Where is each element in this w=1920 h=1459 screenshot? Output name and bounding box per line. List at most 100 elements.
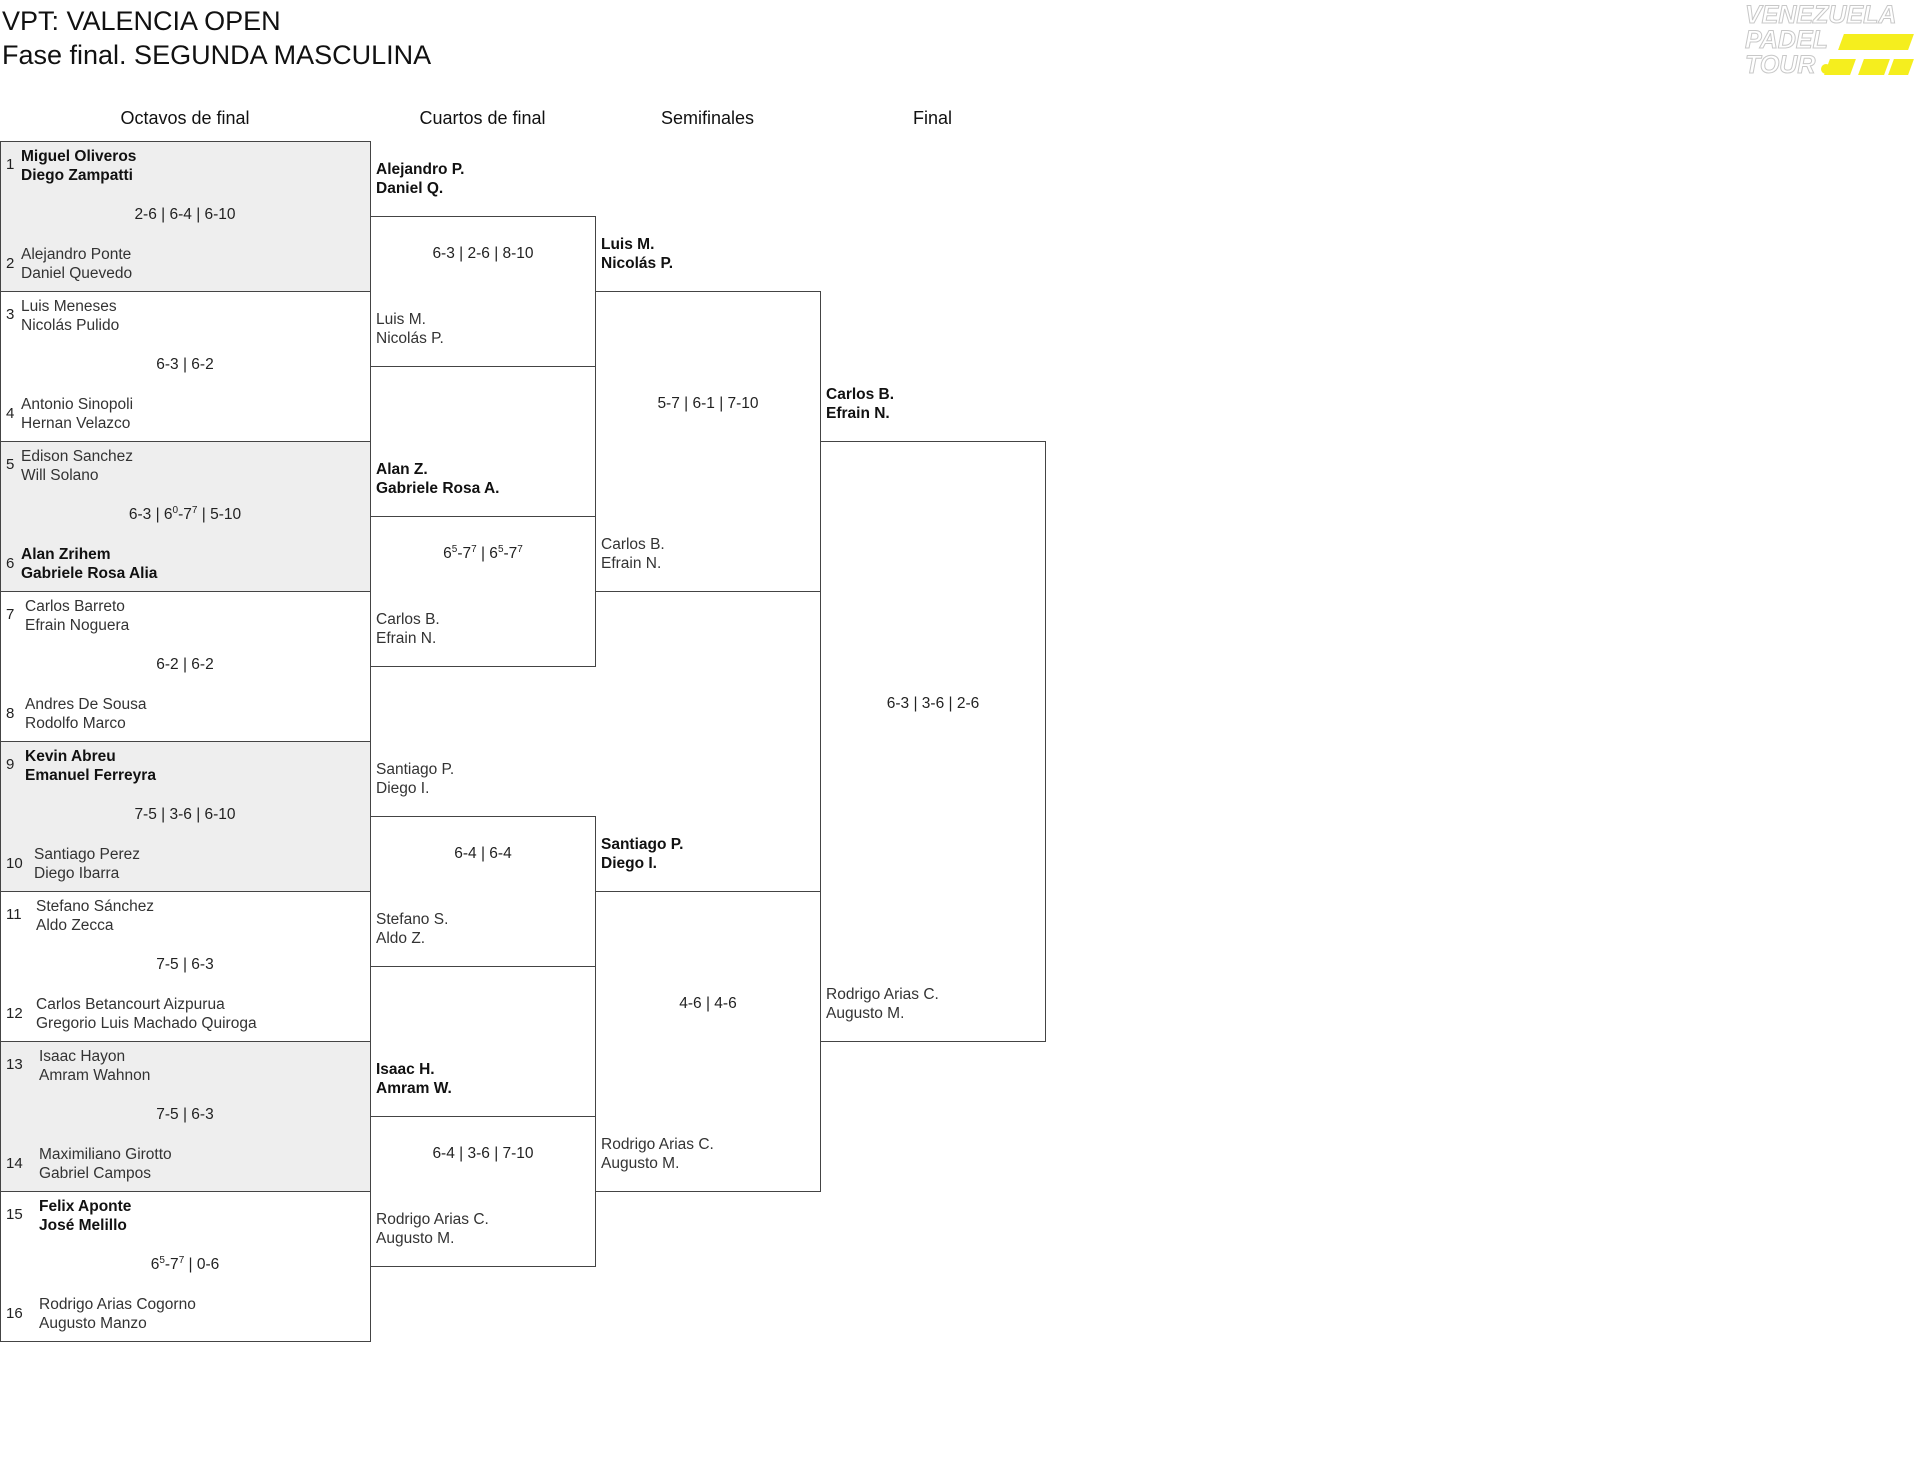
match-score: 6-4 | 6-4 — [454, 845, 512, 862]
player-name: Luis Meneses — [21, 298, 117, 315]
player-name: Maximiliano Girotto — [39, 1146, 172, 1163]
player-name: Alejandro Ponte — [21, 246, 132, 263]
seed-number: 15 — [6, 1206, 23, 1223]
logo-stripe-icon — [1888, 59, 1914, 75]
player-name: Nicolás P. — [601, 255, 674, 272]
seed-number: 4 — [6, 405, 15, 422]
team-entry: Rodrigo Arias C.Augusto M. — [826, 985, 939, 1023]
player-name: Carlos Betancourt Aizpurua — [36, 996, 225, 1013]
player-name: Diego Zampatti — [21, 167, 133, 184]
player-name: Antonio Sinopoli — [21, 396, 134, 413]
match-score: 6-3 | 2-6 | 8-10 — [432, 245, 534, 262]
match-score: 65-77 | 0-6 — [150, 1255, 220, 1274]
match-score: 6-3 | 3-6 | 2-6 — [886, 695, 980, 712]
seed-number: 6 — [6, 555, 15, 572]
player-name: Carlos B. — [601, 536, 665, 553]
player-name: Gregorio Luis Machado Quiroga — [36, 1015, 257, 1032]
player-name: Diego I. — [601, 855, 657, 872]
match-score: 4-6 | 4-6 — [679, 995, 737, 1012]
player-name: Kevin Abreu — [25, 748, 116, 765]
match-box-octavos[interactable] — [0, 741, 371, 892]
seed-number: 10 — [6, 855, 23, 872]
match-score: 7-5 | 3-6 | 6-10 — [134, 806, 236, 823]
match-box-octavos[interactable] — [0, 441, 371, 592]
player-name: Edison Sanchez — [21, 448, 134, 465]
team-entry: Luis M. Nicolás P. — [601, 235, 673, 273]
seed-number: 2 — [6, 255, 15, 272]
player-name: Augusto M. — [826, 1005, 905, 1022]
player-name: Luis M. — [601, 236, 655, 253]
player-name: Will Solano — [21, 467, 99, 484]
player-name: Daniel Quevedo — [21, 265, 133, 282]
seed-number: 9 — [6, 756, 15, 773]
player-name: José Melillo — [39, 1217, 127, 1234]
logo-dot-icon — [1821, 64, 1831, 74]
page-subtitle: Fase final. SEGUNDA MASCULINA — [2, 40, 432, 70]
player-name: Stefano Sánchez — [36, 898, 155, 915]
player-name: Carlos B. — [376, 611, 440, 628]
seed-number: 7 — [6, 606, 15, 623]
team-entry: Rodrigo Arias C.Augusto M. — [601, 1135, 714, 1173]
seed-number: 14 — [6, 1155, 23, 1172]
match-box-final[interactable] — [820, 441, 1046, 1042]
match-score: 7-5 | 6-3 — [156, 956, 214, 973]
player-name: Efrain N. — [601, 555, 662, 572]
match-score: 2-6 | 6-4 | 6-10 — [134, 206, 236, 223]
match-score: 65-77 | 65-77 — [443, 544, 523, 563]
logo-line-2: PADEL — [1745, 26, 1829, 54]
match-score: 5-7 | 6-1 | 7-10 — [657, 395, 759, 412]
round-header-octavos: Octavos de final — [120, 108, 250, 128]
seed-number: 8 — [6, 705, 15, 722]
round-header-final: Final — [912, 108, 952, 128]
player-name: Miguel Oliveros — [21, 148, 137, 165]
player-name: Isaac Hayon — [39, 1048, 126, 1065]
match-score: 6-3 | 60-77 | 5-10 — [128, 505, 242, 524]
match-box-octavos[interactable] — [0, 141, 371, 292]
seed-number: 3 — [6, 306, 15, 323]
player-name: Alan Zrihem — [21, 546, 111, 563]
team-entry: Alan Z.Gabriele Rosa A. — [376, 460, 499, 498]
seed-number: 5 — [6, 456, 15, 473]
player-name: Efrain N. — [376, 630, 437, 647]
round-header-semifinales: Semifinales — [660, 108, 755, 128]
player-name: Santiago P. — [601, 836, 684, 853]
team-entry: Santiago P. Diego I. — [601, 835, 683, 873]
match-box-octavos[interactable] — [0, 1041, 371, 1192]
team-entry: Rodrigo Arias C.Augusto M. — [376, 1210, 489, 1248]
player-name: Rodrigo Arias C. — [601, 1136, 714, 1153]
page-title: VPT: VALENCIA OPEN — [2, 6, 281, 36]
team-entry: Stefano S.Aldo Z. — [376, 910, 448, 948]
player-name: Daniel Q. — [376, 180, 444, 197]
player-name: Augusto Manzo — [39, 1315, 147, 1332]
player-name: Alan Z. — [376, 461, 428, 478]
team-entry: Isaac H.Amram W. — [376, 1060, 452, 1098]
player-name: Aldo Z. — [376, 930, 426, 947]
seed-number: 12 — [6, 1005, 23, 1022]
logo-stripe-icon — [1838, 34, 1914, 50]
player-name: Augusto M. — [376, 1230, 455, 1247]
player-name: Efrain Noguera — [25, 617, 130, 634]
player-name: Nicolás Pulido — [21, 317, 120, 334]
player-name: Diego Ibarra — [34, 865, 120, 882]
player-name: Aldo Zecca — [36, 917, 114, 934]
player-name: Diego I. — [376, 780, 430, 797]
player-name: Nicolás P. — [376, 330, 444, 347]
player-name: Alejandro P. — [376, 161, 465, 178]
player-name: Santiago P. — [376, 761, 455, 778]
player-name: Gabriele Rosa Alia — [21, 565, 158, 582]
